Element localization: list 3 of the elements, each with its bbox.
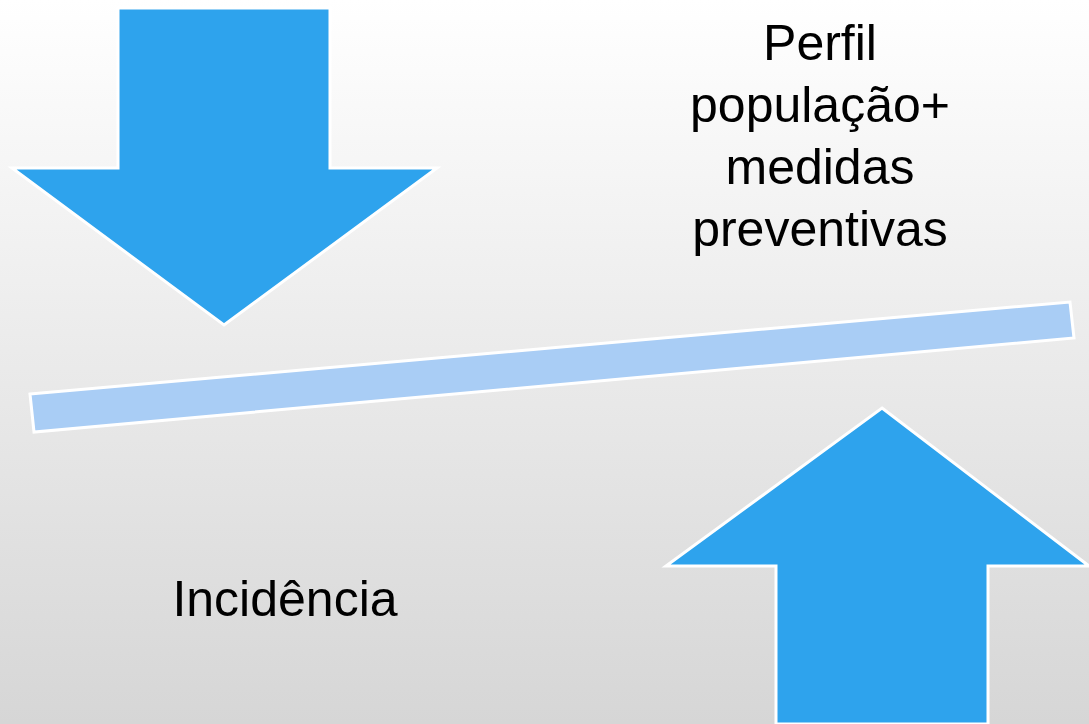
label-text: Perfil população+ medidas preventivas — [689, 14, 951, 259]
label-text: Incidência — [171, 570, 399, 629]
balance-beam — [28, 300, 1076, 434]
